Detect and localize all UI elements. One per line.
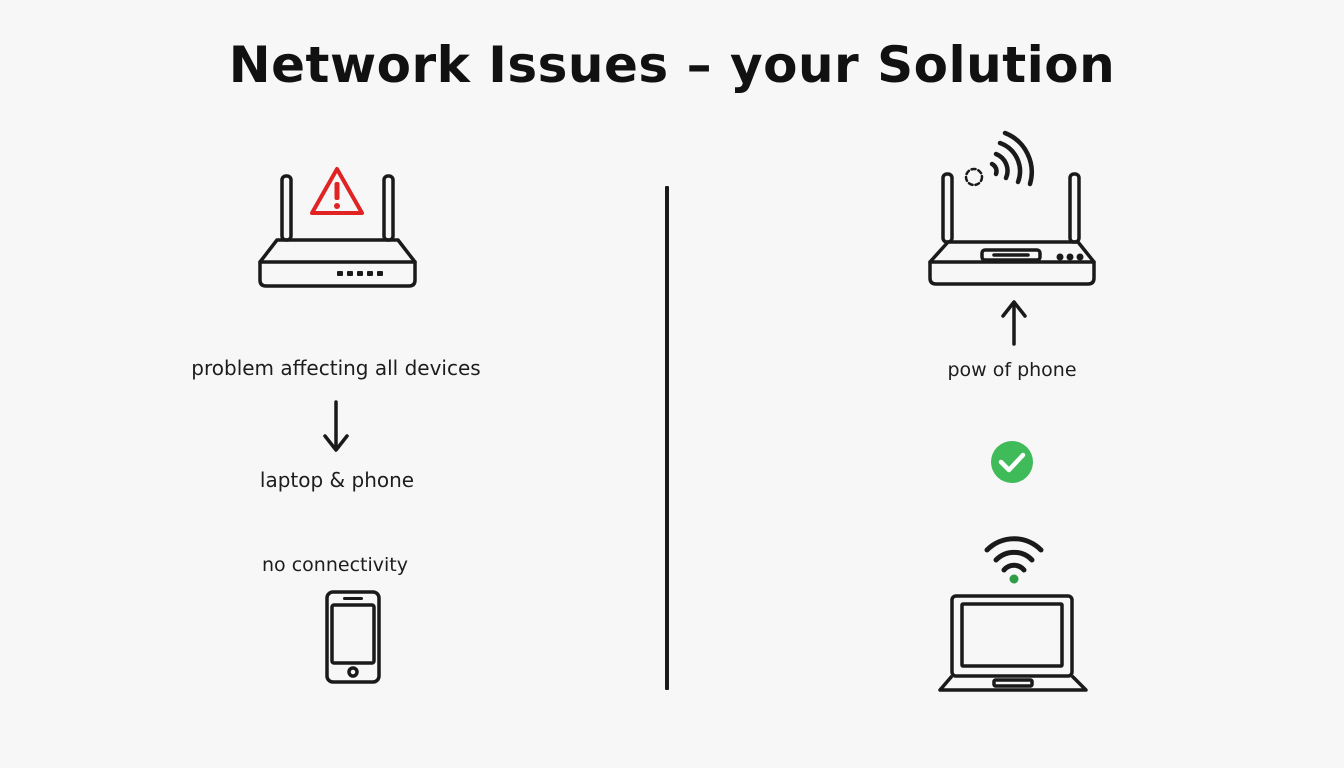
arrow-down-icon xyxy=(323,400,349,452)
warning-triangle-icon xyxy=(310,167,364,215)
arrow-up-icon xyxy=(1001,300,1027,346)
wifi-signal-icon xyxy=(964,130,1034,187)
center-divider xyxy=(665,186,669,690)
check-circle-icon xyxy=(991,441,1033,483)
devices-label: laptop & phone xyxy=(259,468,415,492)
action-label: pow of phone xyxy=(947,359,1077,381)
laptop-icon xyxy=(938,594,1088,692)
router-icon xyxy=(928,172,1096,286)
status-label: no connectivity xyxy=(262,554,408,576)
problem-label: problem affecting all devices xyxy=(191,356,481,380)
wifi-icon xyxy=(984,536,1044,584)
smartphone-icon xyxy=(325,590,381,684)
router-icon xyxy=(258,174,417,288)
page-title: Network Issues – your Solution xyxy=(228,36,1116,94)
